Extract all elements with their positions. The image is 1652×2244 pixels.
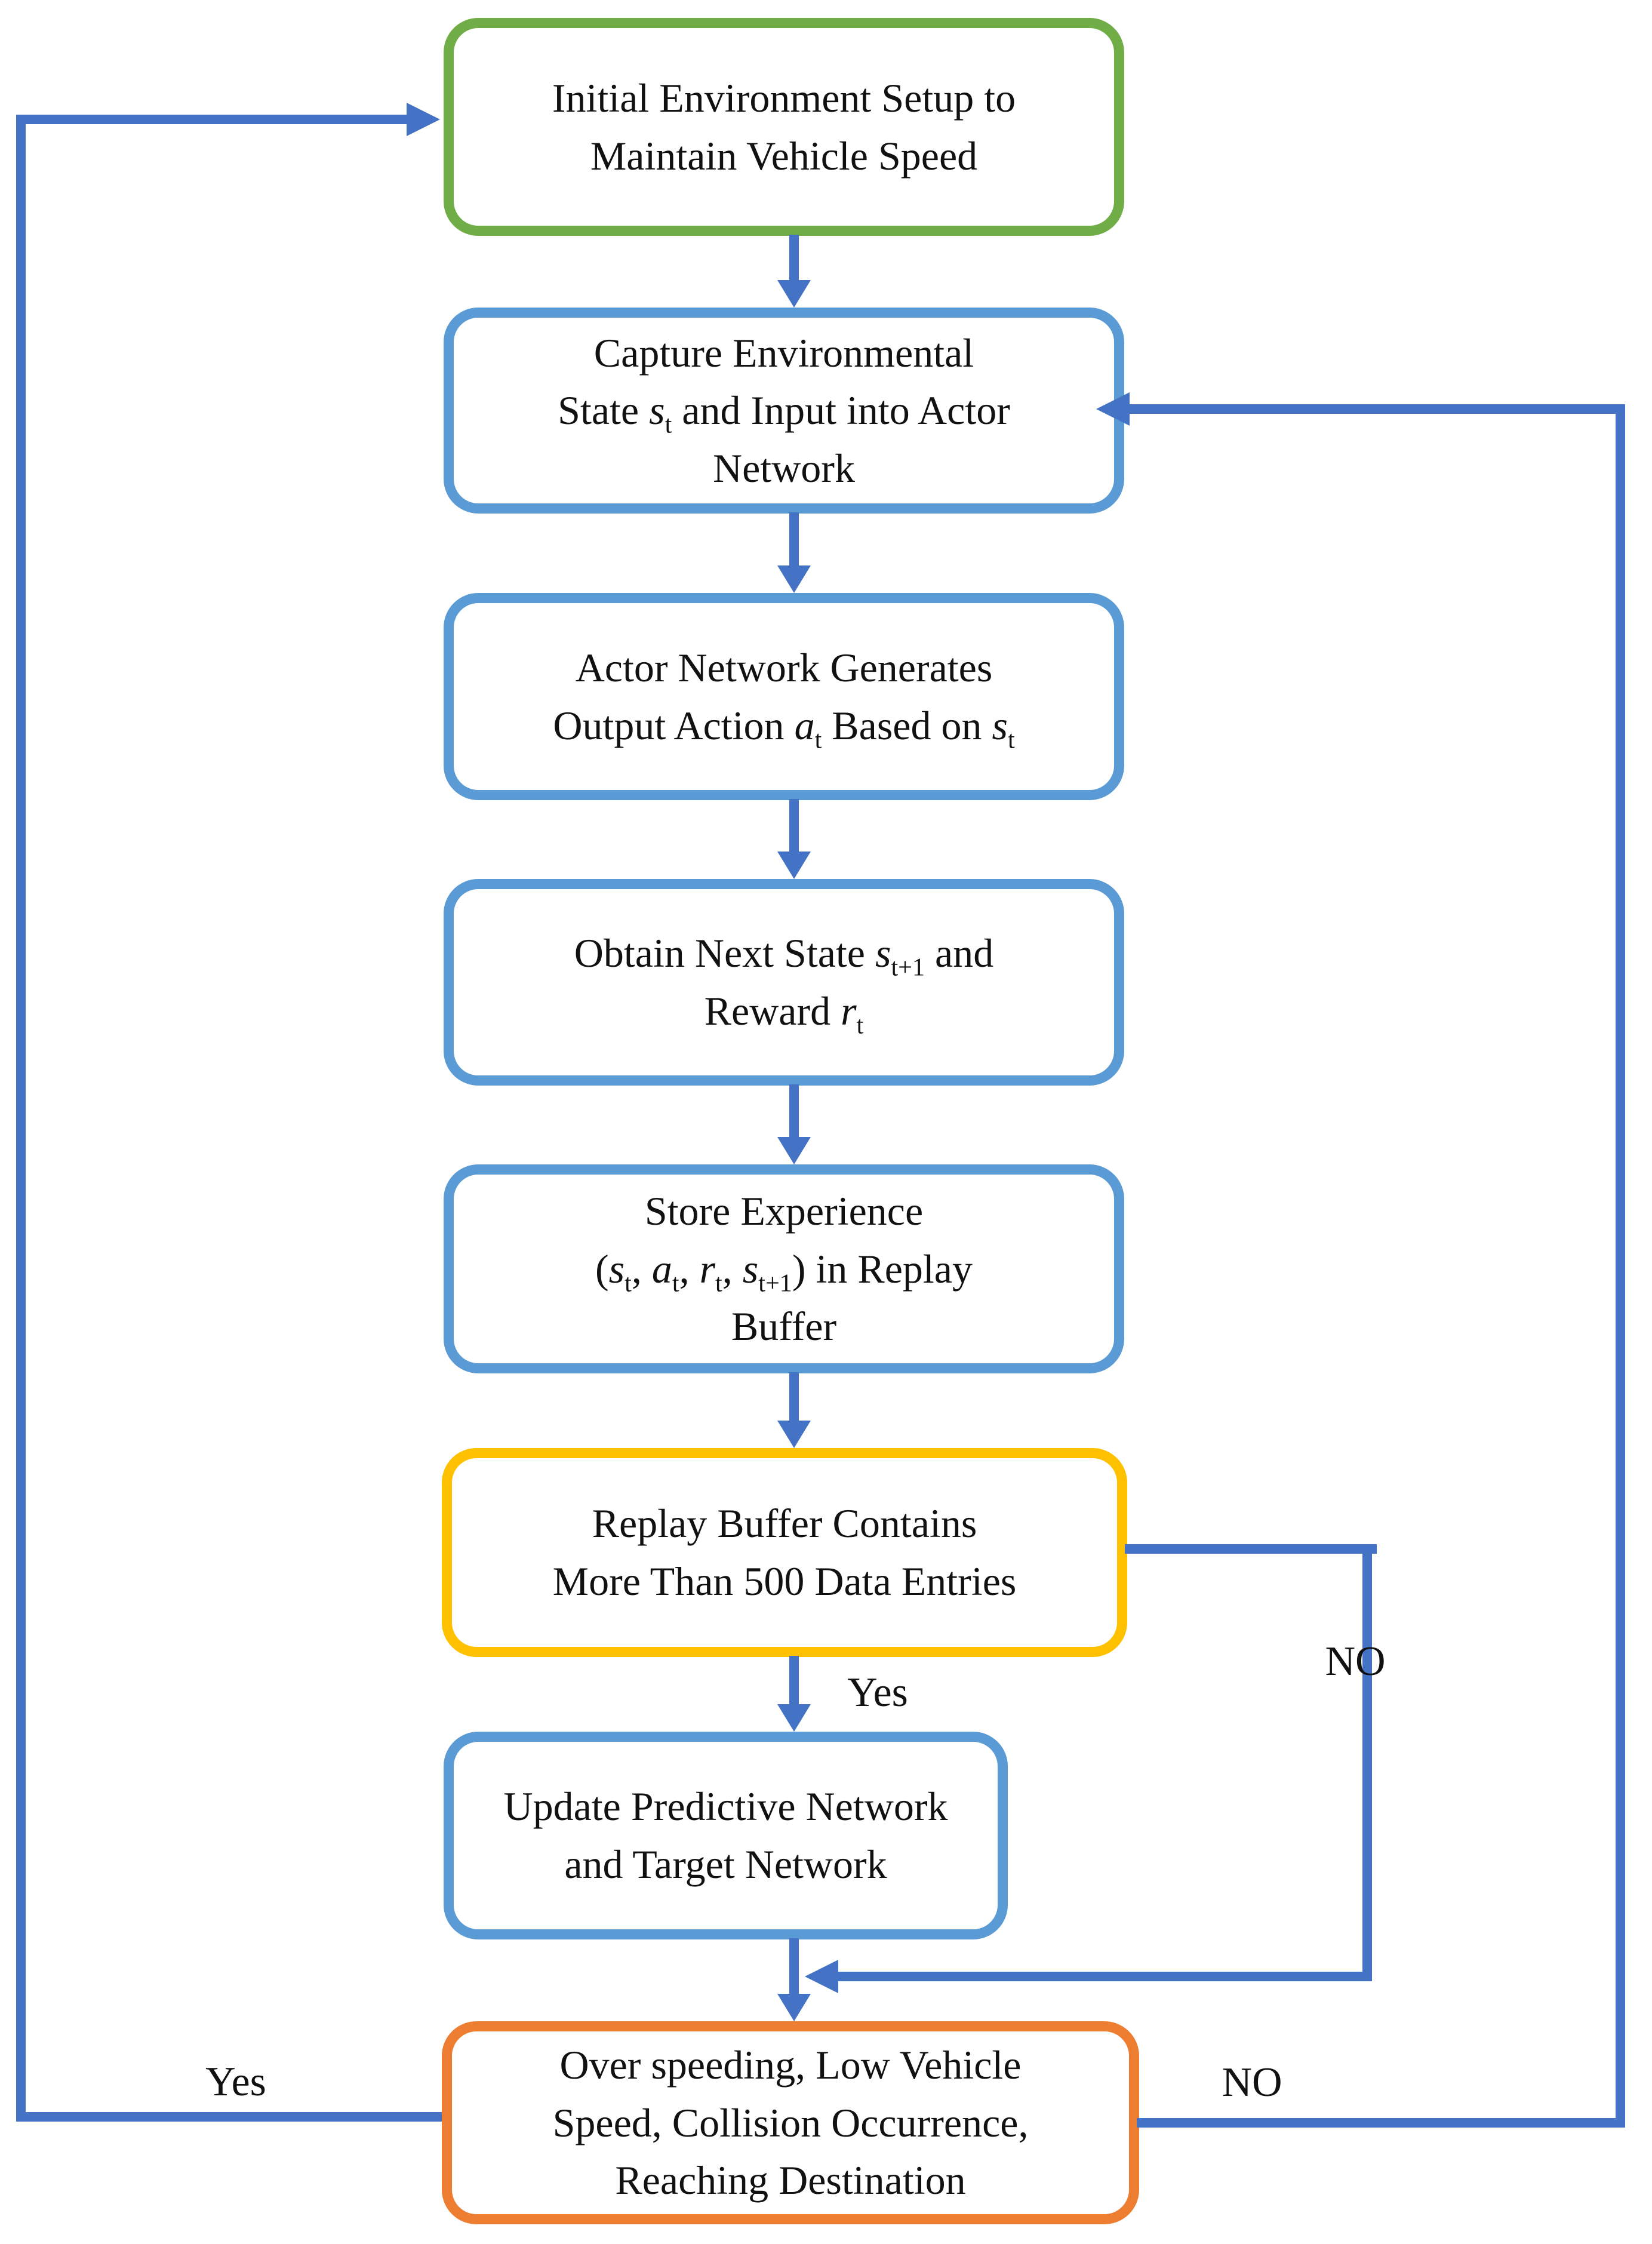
arrow-update-to-terminal-shaft	[789, 1938, 799, 1995]
edge-buffer-no-bottom-segment	[838, 1972, 1372, 1981]
edge-terminal-yes-top-segment	[26, 115, 412, 124]
arrow-setup-to-capture-head-icon	[777, 280, 811, 308]
arrow-setup-to-capture-shaft	[789, 235, 799, 281]
edge-terminal-yes-vertical-segment	[16, 115, 26, 2122]
node-store-experience-label: Store Experience(st, at, rt, st+1) in Re…	[595, 1188, 973, 1350]
arrow-actor-to-obtain-head-icon	[777, 852, 811, 879]
arrow-update-to-terminal-head-icon	[777, 1994, 811, 2021]
edge-terminal-no-top-segment	[1130, 404, 1625, 414]
label-buffer-yes: Yes	[847, 1670, 908, 1716]
label-terminal-no: NO	[1222, 2059, 1282, 2105]
node-store-experience: Store Experience(st, at, rt, st+1) in Re…	[444, 1164, 1124, 1373]
edge-buffer-no-head-icon	[805, 1960, 838, 1993]
label-terminal-yes: Yes	[205, 2059, 266, 2105]
edge-terminal-no-bottom-segment	[1137, 2118, 1625, 2128]
arrow-buffer-yes-shaft	[789, 1656, 799, 1705]
arrow-obtain-to-store-shaft	[789, 1084, 799, 1138]
label-buffer-no: NO	[1325, 1639, 1386, 1684]
arrow-obtain-to-store-head-icon	[777, 1137, 811, 1164]
arrow-buffer-yes-head-icon	[777, 1704, 811, 1732]
arrow-store-to-buffer-shaft	[789, 1372, 799, 1422]
arrow-capture-to-actor-shaft	[789, 512, 799, 567]
arrow-store-to-buffer-head-icon	[777, 1421, 811, 1448]
arrow-actor-to-obtain-shaft	[789, 799, 799, 853]
arrow-capture-to-actor-head-icon	[777, 565, 811, 593]
edge-terminal-yes-head-icon	[407, 103, 440, 136]
edge-buffer-no-top-segment	[1125, 1544, 1377, 1554]
edge-terminal-yes-bottom-segment	[26, 2112, 442, 2122]
edge-terminal-no-vertical-segment	[1616, 404, 1625, 2128]
edge-buffer-no-vertical-segment	[1362, 1544, 1372, 1981]
edge-terminal-no-head-icon	[1096, 392, 1130, 426]
